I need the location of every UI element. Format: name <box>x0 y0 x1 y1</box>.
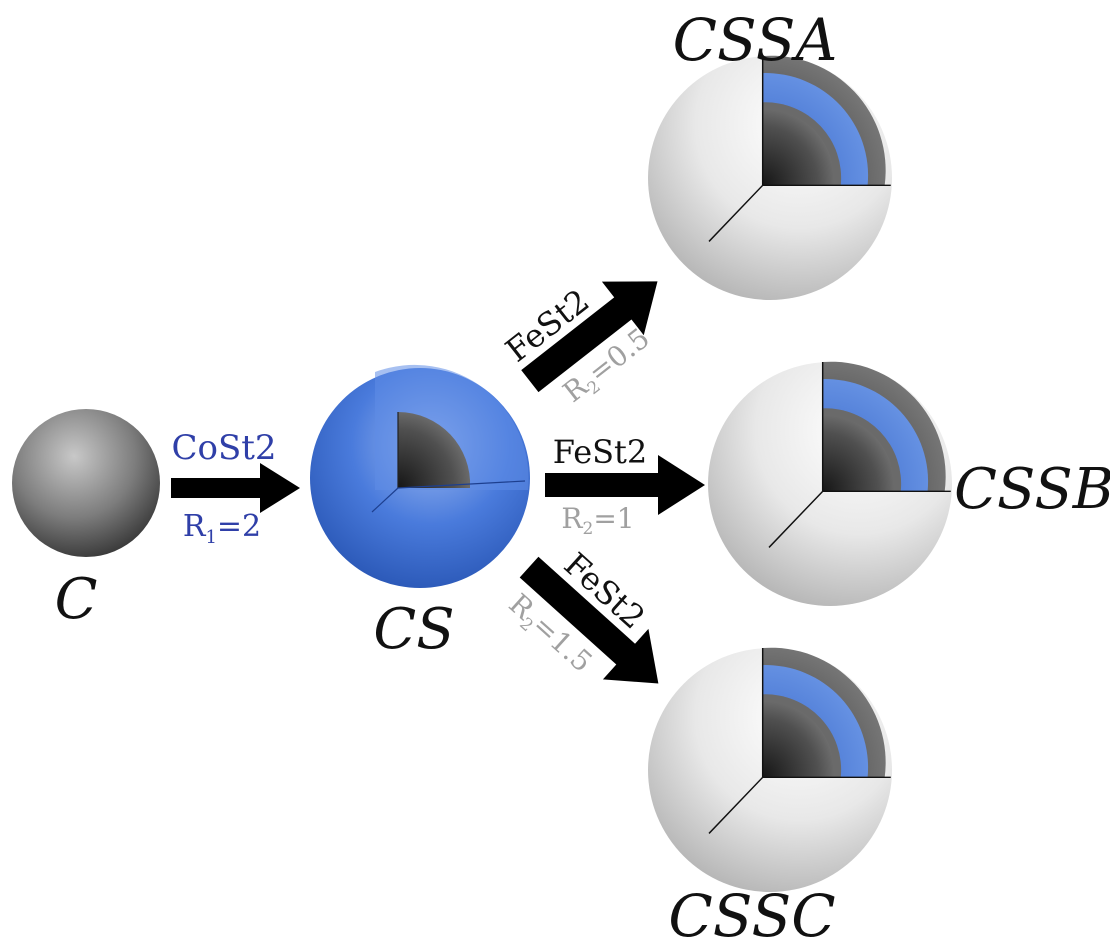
particle-cssc: CSSC <box>647 646 893 949</box>
arrow-cs-to-cssc: FeSt2 R2=1.5 <box>502 545 659 684</box>
particle-cssb-label: CSSB <box>954 457 1110 522</box>
cssa-cutaway-sphere <box>647 54 893 301</box>
arrow-c-to-cs: CoSt2 R1=2 <box>171 428 300 548</box>
particle-cssa: CSSA <box>647 6 893 301</box>
arrow-cs-to-cssb: FeSt2 R2=1 <box>545 433 705 539</box>
cs-axis-horizontal <box>397 480 526 489</box>
arrow-shape <box>545 455 705 515</box>
core-sphere <box>12 409 160 557</box>
particle-cssc-label: CSSC <box>668 882 835 949</box>
cssc-cutaway-sphere <box>647 646 893 893</box>
particle-c: C <box>12 409 160 632</box>
particle-cs-label: CS <box>373 597 454 662</box>
ratio-r1: R1=2 <box>183 509 261 548</box>
cssb-cutaway-sphere <box>707 360 953 607</box>
particle-cssa-label: CSSA <box>673 6 838 74</box>
particle-c-label: C <box>55 567 98 632</box>
particle-cs: CS <box>310 364 530 662</box>
arrow-shape <box>519 556 659 684</box>
reagent-cost2: CoSt2 <box>171 428 276 468</box>
arrow-shape <box>171 463 300 513</box>
reagent-fest2-b: FeSt2 <box>553 433 648 471</box>
cs-cutaway-core <box>398 411 471 488</box>
particle-cssb: CSSB <box>707 360 1110 607</box>
arrow-shape <box>521 281 658 393</box>
arrow-cs-to-cssa: FeSt2 R2=0.5 <box>498 281 658 409</box>
cs-axis-depth <box>371 487 399 513</box>
ratio-r2-b: R2=1 <box>561 502 634 539</box>
